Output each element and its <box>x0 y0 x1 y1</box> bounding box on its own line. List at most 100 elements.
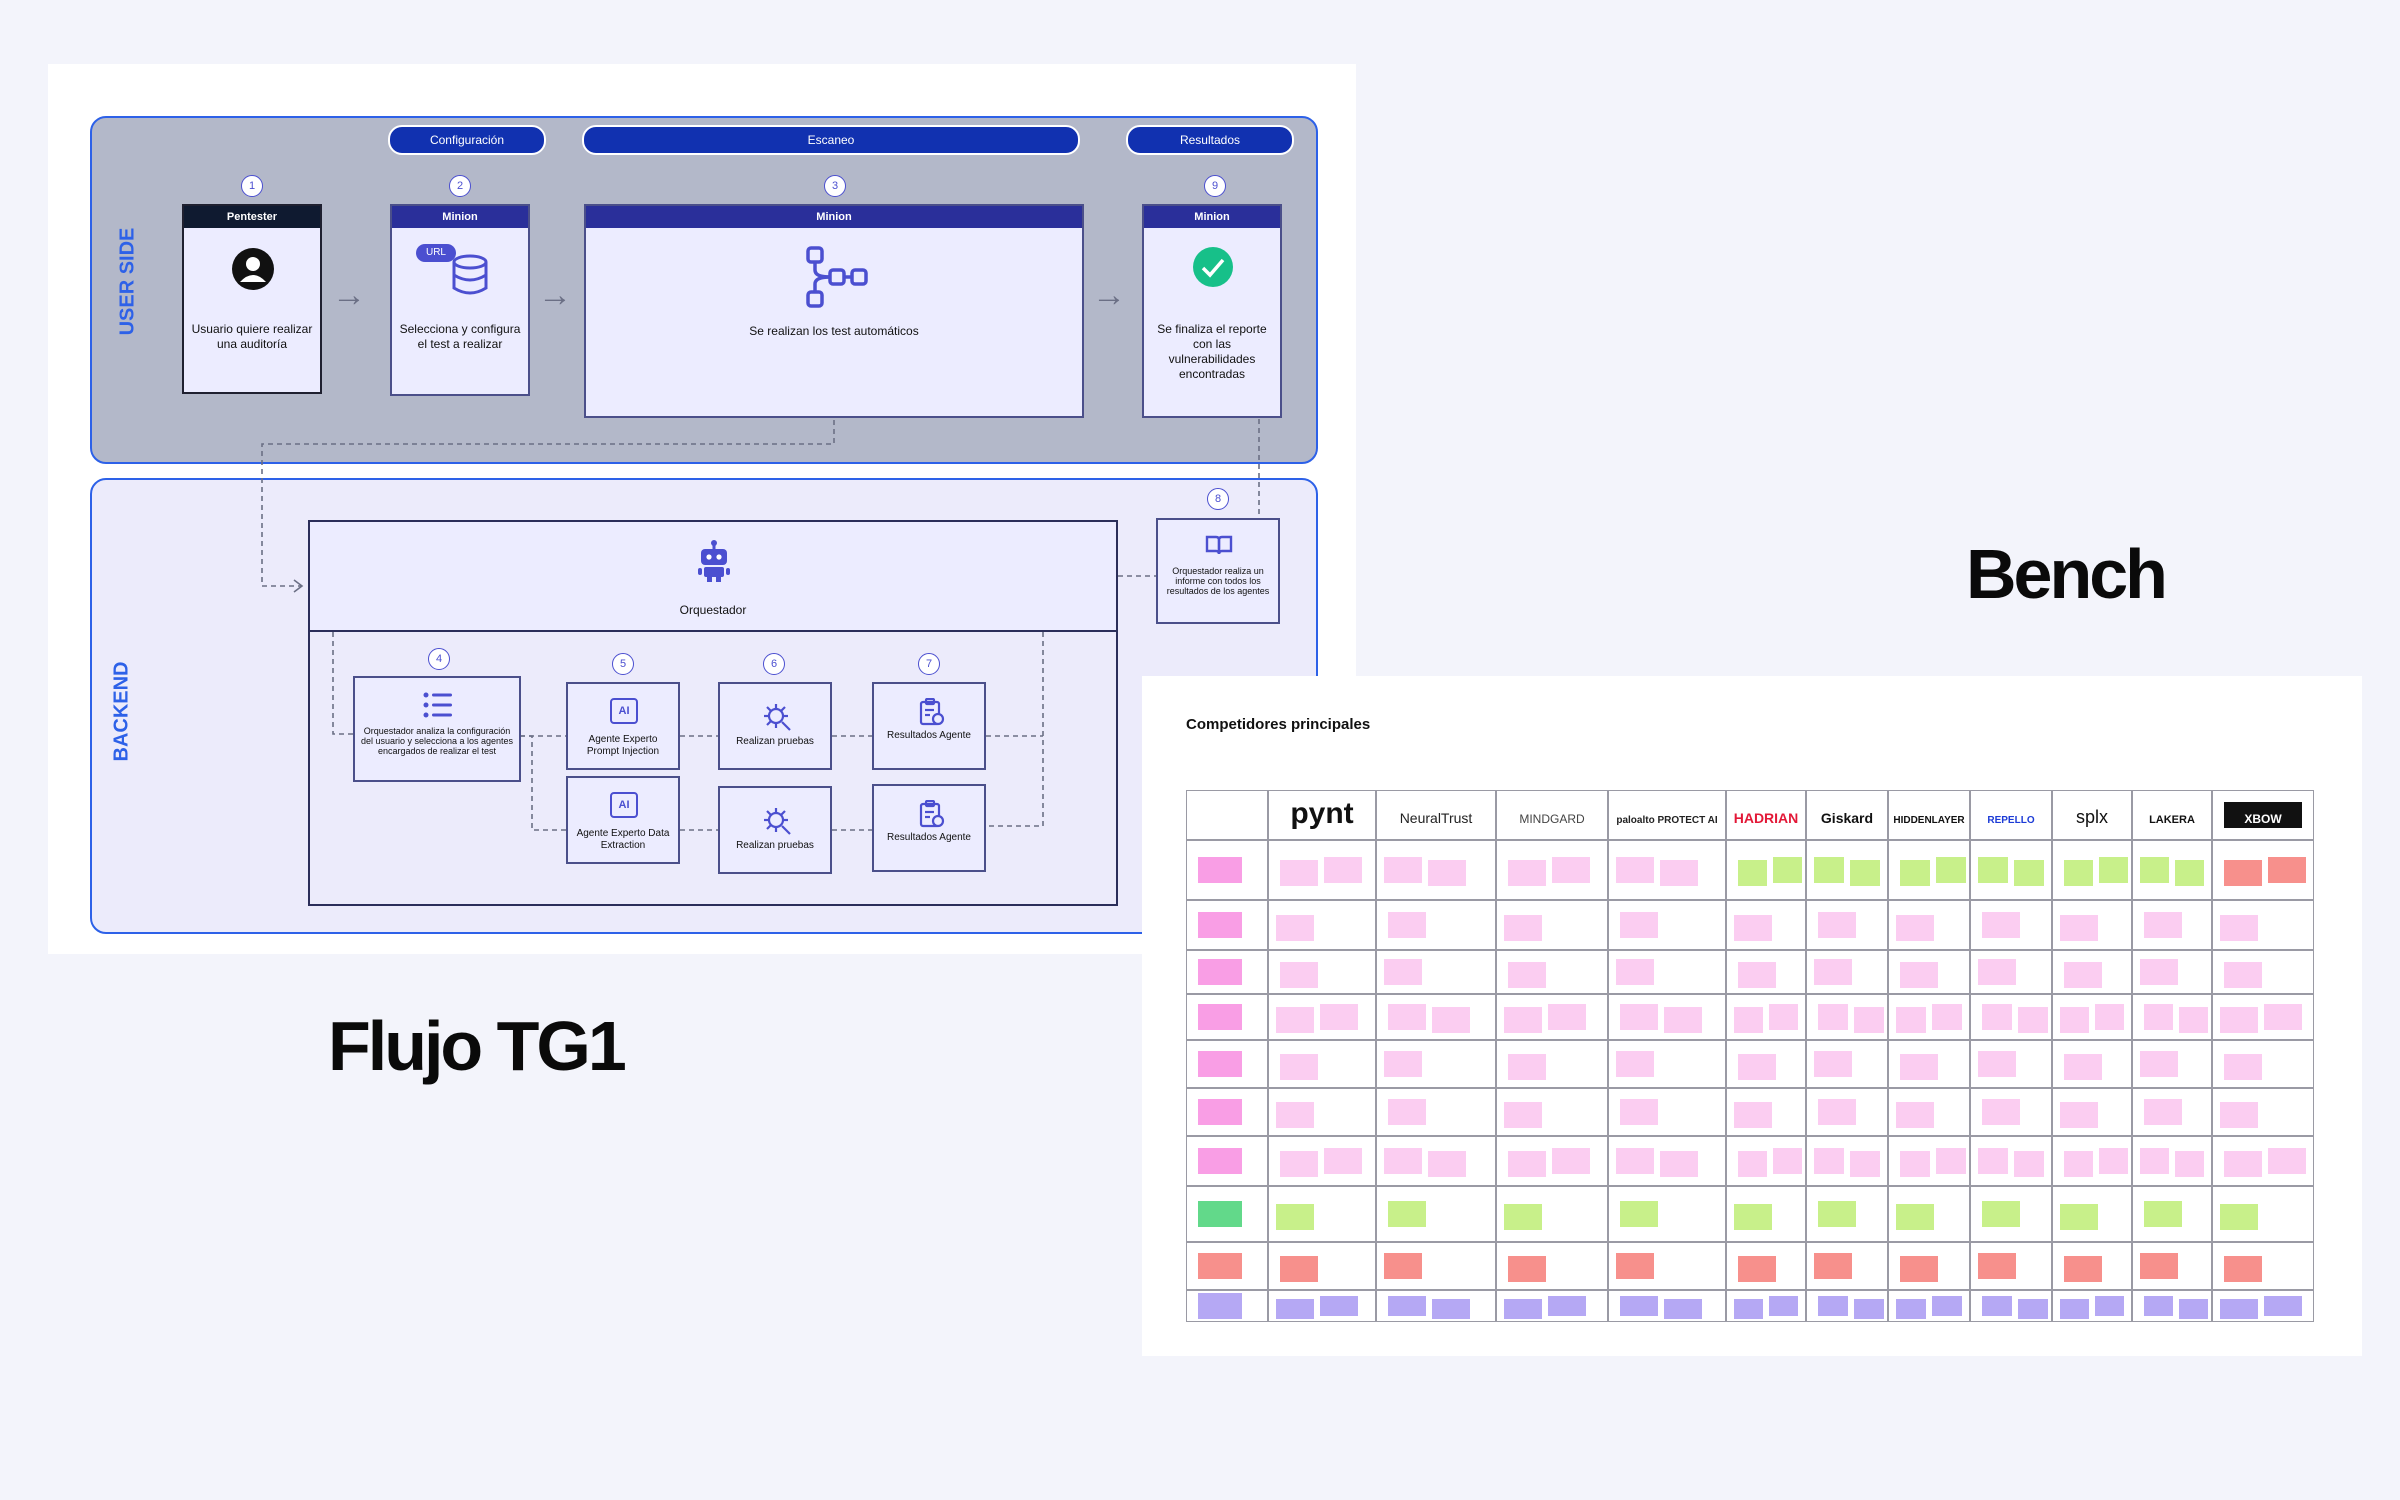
ai-chip-icon: AI <box>610 698 638 724</box>
bench-title: Bench <box>1966 535 2168 613</box>
category-swatch <box>1198 1004 1242 1030</box>
sticky-note <box>2140 1051 2178 1077</box>
sticky-note <box>2064 860 2093 886</box>
sticky-note <box>2175 1151 2204 1177</box>
sticky-note <box>1552 857 1590 883</box>
step-9-text: Se finaliza el reporte con las vulnerabi… <box>1157 322 1267 381</box>
sticky-note <box>1982 1296 2012 1316</box>
sticky-note <box>1818 1201 1856 1227</box>
sticky-note <box>1616 1051 1654 1077</box>
sticky-note <box>1900 1054 1938 1080</box>
sticky-note <box>1896 1102 1934 1128</box>
sticky-note <box>1616 959 1654 985</box>
competitor-logo: REPELLO <box>1987 815 2034 826</box>
sticky-note <box>1773 1148 1802 1174</box>
sticky-note <box>2220 1204 2258 1230</box>
sticky-note <box>1738 1151 1767 1177</box>
sticky-note <box>1388 912 1426 938</box>
sticky-note <box>1982 1099 2020 1125</box>
sticky-note <box>1734 1299 1763 1319</box>
category-swatch <box>1198 857 1242 883</box>
sticky-note <box>2018 1007 2048 1033</box>
agent-prompt-injection-label: Agente Experto Prompt Injection <box>586 734 660 757</box>
sticky-note <box>2060 1299 2089 1319</box>
agent-results-label-a: Resultados Agente <box>887 730 971 741</box>
sticky-note <box>2224 962 2262 988</box>
sticky-note <box>2220 1299 2258 1319</box>
sticky-note <box>1978 1148 2008 1174</box>
sticky-note <box>1854 1007 1884 1033</box>
sticky-note <box>1280 860 1318 886</box>
logo-xbow-bg <box>2224 802 2302 828</box>
sticky-note <box>1504 1007 1542 1033</box>
sticky-note <box>2018 1299 2048 1319</box>
sticky-note <box>2179 1299 2208 1319</box>
sticky-note <box>2140 1148 2169 1174</box>
step-2-text: Selecciona y configura el test a realiza… <box>399 322 521 351</box>
step-3-header: Minion <box>586 206 1082 228</box>
sticky-note <box>2095 1004 2124 1030</box>
sticky-note <box>2144 1099 2182 1125</box>
step-2-number: 2 <box>449 175 471 197</box>
sticky-note <box>2224 1151 2262 1177</box>
sticky-note <box>1738 860 1767 886</box>
sticky-note <box>1818 1296 1848 1316</box>
sticky-note <box>1320 1004 1358 1030</box>
tests-label-a: Realizan pruebas <box>736 736 814 747</box>
arrow-right-icon: → <box>332 276 366 314</box>
sticky-note <box>1814 959 1852 985</box>
sticky-note <box>1818 912 1856 938</box>
sticky-note <box>1508 1151 1546 1177</box>
sticky-note <box>1508 860 1546 886</box>
step-1-number: 1 <box>241 175 263 197</box>
sticky-note <box>2144 1201 2182 1227</box>
competitor-logo: HIDDENLAYER <box>1893 815 1965 826</box>
tests-box-b: Realizan pruebas <box>718 786 832 874</box>
competitor-logo: Giskard <box>1821 810 1873 826</box>
sticky-note <box>1552 1148 1590 1174</box>
sticky-note <box>1388 1201 1426 1227</box>
competitor-logo: splx <box>2076 807 2108 827</box>
sticky-note <box>2144 1296 2173 1316</box>
sticky-note <box>1620 1004 1658 1030</box>
phase-scan-pill: Escaneo <box>582 125 1080 155</box>
competitor-logo: MINDGARD <box>1519 812 1585 826</box>
category-swatch <box>1198 1148 1242 1174</box>
bench-table-title: Competidores principales <box>1186 716 1371 733</box>
sticky-note <box>2064 1151 2093 1177</box>
sticky-note <box>1280 1054 1318 1080</box>
sticky-note <box>1280 1256 1318 1282</box>
sticky-note <box>1896 1299 1926 1319</box>
sticky-note <box>2014 860 2044 886</box>
sticky-note <box>2060 915 2098 941</box>
sticky-note <box>1734 1204 1772 1230</box>
sticky-note <box>2064 962 2102 988</box>
sticky-note <box>1978 1253 2016 1279</box>
sticky-note <box>1276 1204 1314 1230</box>
agent-prompt-injection-box: AI Agente Experto Prompt Injection <box>566 682 680 770</box>
sticky-note <box>2224 1256 2262 1282</box>
competitor-logo: pynt <box>1290 797 1353 830</box>
clipboard-icon <box>919 698 945 726</box>
sticky-note <box>1818 1099 1856 1125</box>
sticky-note <box>1508 962 1546 988</box>
sticky-note <box>2095 1296 2124 1316</box>
sticky-note <box>2099 1148 2128 1174</box>
sticky-note <box>2175 860 2204 886</box>
list-icon <box>423 692 452 718</box>
agent-data-extraction-label: Agente Experto Data Extraction <box>576 828 670 851</box>
sticky-note <box>1900 962 1938 988</box>
clipboard-icon <box>919 800 945 828</box>
sticky-note <box>1432 1007 1470 1033</box>
step-1-text: Usuario quiere realizar una auditoría <box>191 322 313 351</box>
sticky-note <box>1660 1151 1698 1177</box>
user-icon <box>232 248 274 290</box>
sticky-note <box>1850 860 1880 886</box>
arrow-right-icon: → <box>538 276 572 314</box>
sticky-note <box>1936 857 1966 883</box>
sticky-note <box>1616 857 1654 883</box>
agent-results-label-b: Resultados Agente <box>887 832 971 843</box>
sticky-note <box>1324 857 1362 883</box>
